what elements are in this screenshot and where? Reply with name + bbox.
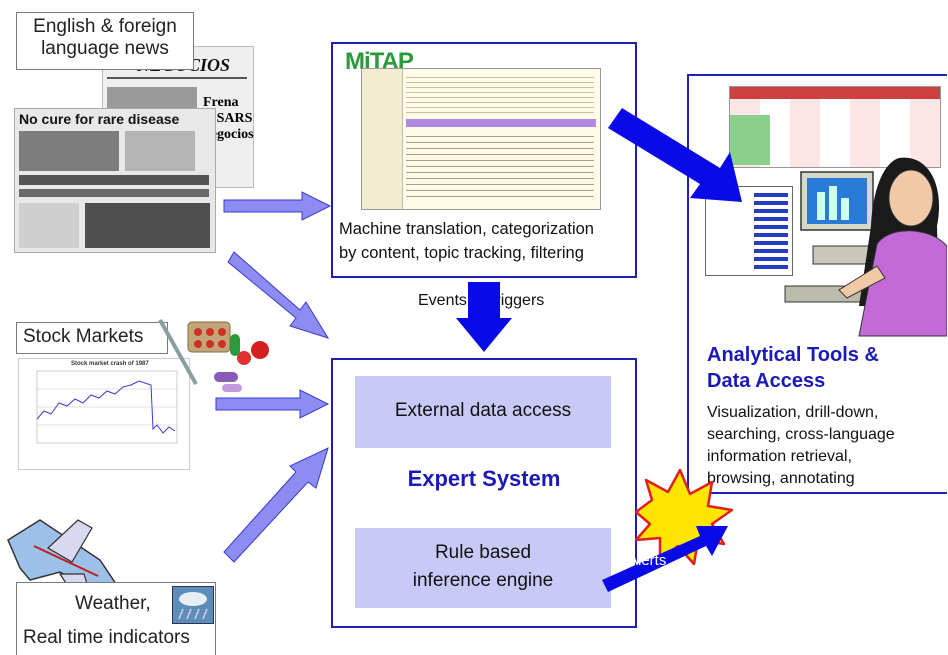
- events-triggers-label: Events & Triggers: [418, 292, 545, 309]
- stock-chart: Stock market crash of 1987: [18, 358, 190, 470]
- arrow-weather-to-expert: [223, 447, 329, 563]
- spanish-headline-1: Frena: [203, 95, 239, 110]
- english-newspaper: No cure for rare disease: [14, 108, 216, 253]
- analytics-box: Analytical Tools & Data Access Visualiza…: [687, 74, 947, 494]
- external-data-panel: External data access: [355, 376, 611, 448]
- inference-engine-panel: Rule based inference engine: [355, 528, 611, 608]
- arrow-stock-to-expert: [215, 389, 330, 419]
- analytics-title-line1: Analytical Tools &: [707, 344, 879, 366]
- analytics-spreadsheet: [729, 86, 941, 168]
- english-headline: No cure for rare disease: [19, 111, 180, 127]
- stock-label: Stock Markets: [16, 322, 168, 354]
- mitap-caption-line1: Machine translation, categorization: [339, 220, 594, 238]
- alerts-label: Alerts: [628, 552, 667, 569]
- stock-chart-title: Stock market crash of 1987: [71, 361, 149, 367]
- news-label-line1: English & foreign: [33, 16, 177, 37]
- analyst-illustration: [784, 157, 947, 337]
- mitap-box: MiTAP Machine translation, categorizatio…: [331, 42, 637, 278]
- analytics-title-line2: Data Access: [707, 370, 826, 392]
- inference-engine-line2: inference engine: [412, 570, 554, 591]
- analytics-desc-line4: browsing, annotating: [707, 470, 855, 487]
- weather-label-line2: Real time indicators: [23, 627, 190, 648]
- news-collage: NEGOCIOS Frena el SARS negocios No cure …: [14, 46, 254, 253]
- stock-line: [36, 370, 178, 444]
- expert-system-box: External data access Expert System Rule …: [331, 358, 637, 628]
- analytics-desc-line1: Visualization, drill-down,: [707, 404, 879, 421]
- inference-engine-line1: Rule based: [434, 542, 532, 563]
- external-data-label: External data access: [394, 400, 572, 421]
- news-label-line2: language news: [41, 38, 169, 59]
- analytics-desc-line3: information retrieval,: [707, 448, 852, 465]
- arrow-news-to-expert: [227, 251, 330, 339]
- expert-system-title: Expert System: [407, 466, 561, 491]
- mitap-screenshot: [361, 68, 601, 210]
- news-label: English & foreign language news: [16, 12, 194, 70]
- analytics-desc-line2: searching, cross-language: [707, 426, 895, 443]
- mitap-caption-line2: by content, topic tracking, filtering: [339, 244, 584, 262]
- stock-label-text: Stock Markets: [23, 326, 144, 347]
- rain-cloud-icon: [172, 586, 214, 624]
- weather-label-line1: Weather,: [75, 593, 151, 614]
